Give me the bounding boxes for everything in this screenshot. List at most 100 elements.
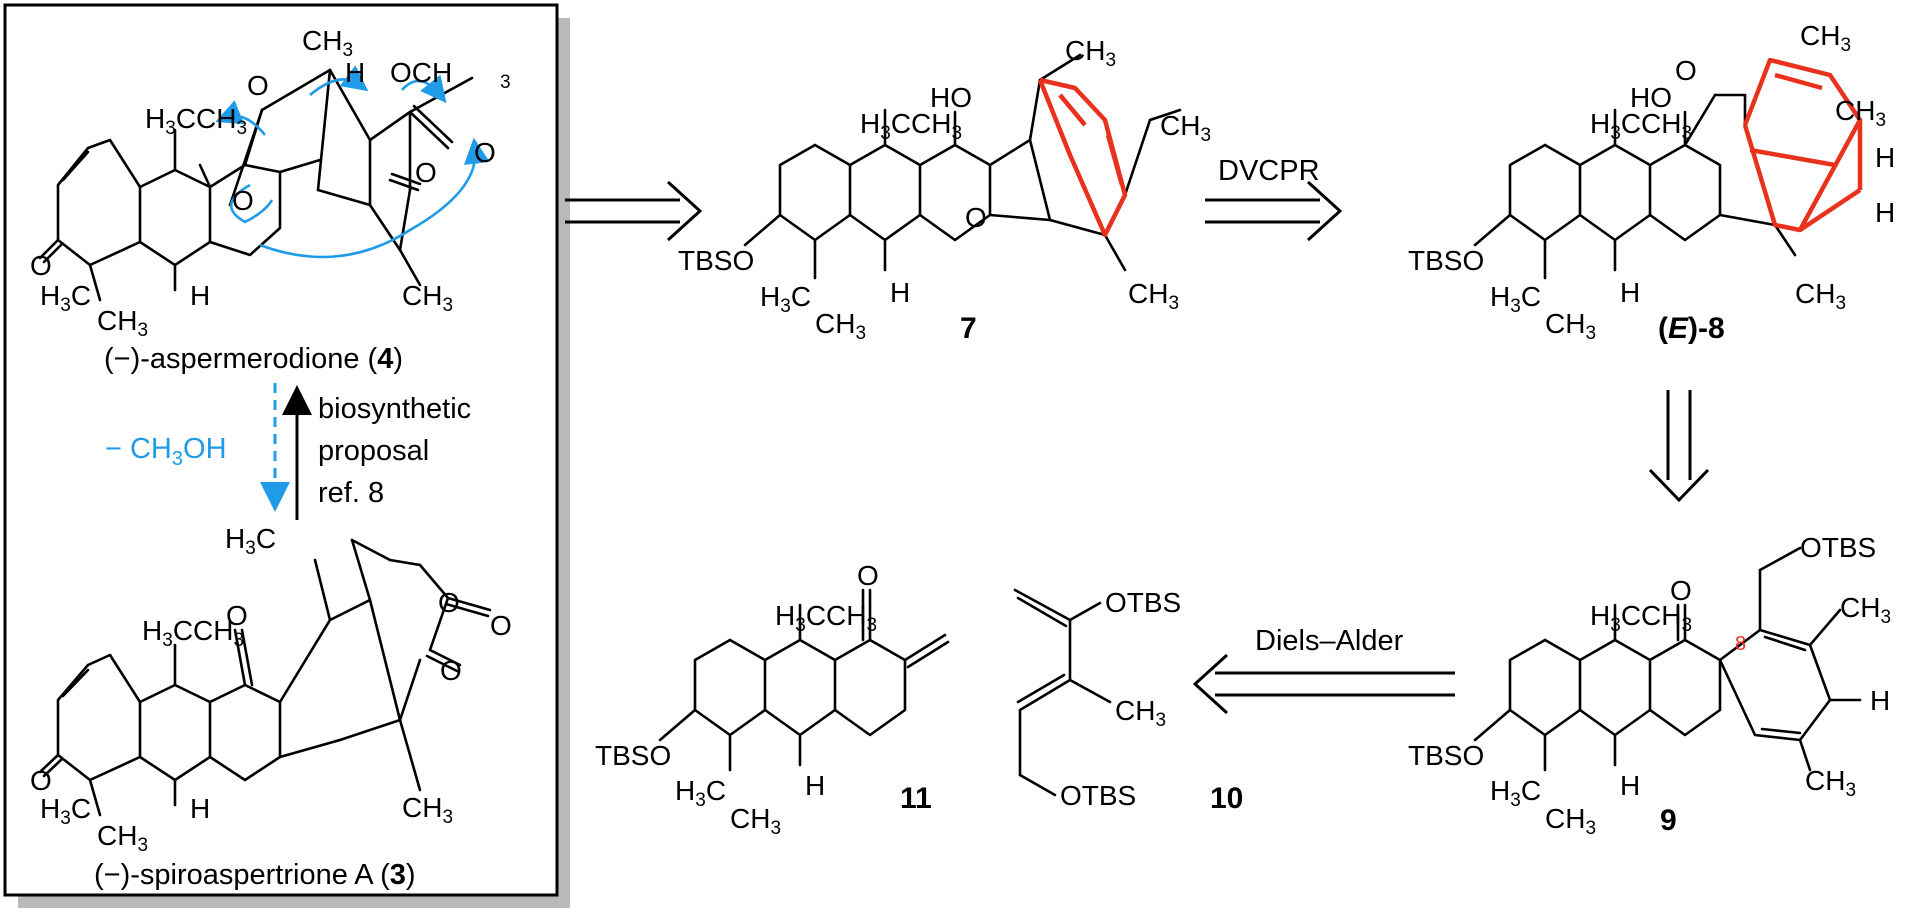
- svg-text:OTBS: OTBS: [1105, 587, 1181, 618]
- svg-text:OTBS: OTBS: [1060, 780, 1136, 811]
- svg-text:O: O: [438, 587, 460, 618]
- svg-text:CH3: CH3: [1795, 278, 1846, 314]
- svg-text:H: H: [190, 280, 210, 311]
- compound-11-labels: O H3CCH3 TBSO H3C H CH3 11: [595, 560, 932, 839]
- svg-text:H: H: [1870, 685, 1890, 716]
- spiroaspertrione-labels: H3C O O H3CCH3 O O O H3C H CH3 CH3 (−)-s…: [30, 523, 512, 891]
- svg-text:CH3: CH3: [1160, 110, 1211, 146]
- spiroaspertrione-name: (−)-spiroaspertrione A (3): [94, 859, 416, 891]
- svg-text:O: O: [474, 137, 496, 168]
- compound-e8-structure: [1473, 93, 1797, 280]
- svg-text:H3C: H3C: [40, 793, 91, 829]
- svg-text:O: O: [30, 250, 52, 281]
- svg-text:H: H: [1875, 197, 1895, 228]
- svg-text:H3CCH3: H3CCH3: [775, 600, 877, 636]
- svg-text:H: H: [345, 57, 365, 88]
- retro-arrow-diels-alder: [1192, 653, 1455, 715]
- svg-text:HO: HO: [1630, 82, 1672, 113]
- compound-9-labels: O H3CCH3 8 OTBS CH3 H TBSO H3C H CH3 CH3…: [1408, 532, 1891, 839]
- svg-text:H3C: H3C: [760, 281, 811, 317]
- svg-text:TBSO: TBSO: [595, 740, 671, 771]
- svg-text:CH3: CH3: [730, 803, 781, 839]
- svg-text:HO: HO: [930, 82, 972, 113]
- svg-text:H3C: H3C: [1490, 775, 1541, 811]
- svg-text:H3CCH3: H3CCH3: [1590, 600, 1692, 636]
- svg-text:H3C: H3C: [40, 280, 91, 316]
- svg-text:O: O: [440, 655, 462, 686]
- svg-text:H3CCH3: H3CCH3: [142, 615, 244, 651]
- compound-10-structure: [1013, 588, 1112, 797]
- aspermerodione-labels: CH3 H OCH 3 O H3CCH3 O O O O H3C H CH3 C…: [30, 25, 511, 375]
- compound-11-number: 11: [900, 782, 932, 815]
- svg-text:H: H: [890, 277, 910, 308]
- biosynthetic-arrows: − CH3OH biosynthetic proposal ref. 8: [105, 383, 471, 520]
- retro-arrow-dvcpr: [1205, 180, 1343, 242]
- compound-7-labels: HO H3CCH3 CH3 CH3 O TBSO H3C H CH3 CH3 7: [678, 35, 1211, 345]
- svg-text:CH3: CH3: [1545, 308, 1596, 344]
- svg-text:CH3: CH3: [1545, 803, 1596, 839]
- svg-text:O: O: [1670, 575, 1692, 606]
- svg-text:H3CCH3: H3CCH3: [145, 103, 247, 139]
- svg-text:O: O: [1675, 55, 1697, 86]
- aspermerodione-structure: [38, 68, 474, 302]
- svg-text:CH3: CH3: [1805, 765, 1856, 801]
- svg-text:CH3: CH3: [1840, 592, 1891, 628]
- svg-text:H3C: H3C: [225, 523, 276, 559]
- proposal-line-1: biosynthetic: [318, 393, 471, 425]
- compound-11-structure: [658, 588, 950, 772]
- svg-text:O: O: [490, 610, 512, 641]
- svg-text:CH3: CH3: [97, 305, 148, 341]
- svg-text:CH3: CH3: [815, 308, 866, 344]
- svg-text:O: O: [226, 600, 248, 631]
- svg-text:O: O: [247, 70, 269, 101]
- svg-text:CH3: CH3: [97, 820, 148, 856]
- svg-text:CH3: CH3: [402, 792, 453, 828]
- svg-text:CH3: CH3: [1800, 20, 1851, 56]
- svg-text:O: O: [30, 765, 52, 796]
- spiroaspertrione-structure: [38, 538, 492, 817]
- retro-arrow-box-to-7: [565, 180, 703, 242]
- svg-text:H: H: [1620, 770, 1640, 801]
- svg-text:CH3: CH3: [1835, 95, 1886, 131]
- compound-9-number: 9: [1660, 804, 1677, 837]
- proposal-line-2: proposal: [318, 435, 429, 467]
- svg-text:CH3: CH3: [302, 25, 353, 61]
- proposal-line-3: ref. 8: [318, 477, 384, 509]
- svg-text:H: H: [1620, 277, 1640, 308]
- svg-text:CH3: CH3: [402, 280, 453, 316]
- svg-text:H3C: H3C: [1490, 281, 1541, 317]
- aspermerodione-blue-arrows: [215, 65, 490, 259]
- svg-text:O: O: [965, 202, 987, 233]
- svg-text:H: H: [805, 770, 825, 801]
- svg-text:3: 3: [500, 72, 511, 93]
- svg-text:OTBS: OTBS: [1800, 532, 1876, 563]
- compound-10-number: 10: [1210, 782, 1243, 815]
- svg-text:CH3: CH3: [1128, 278, 1179, 314]
- svg-text:H: H: [1875, 142, 1895, 173]
- svg-text:O: O: [857, 560, 879, 591]
- methanol-loss-label: − CH3OH: [105, 433, 227, 470]
- aspermerodione-name: (−)-aspermerodione (4): [104, 343, 403, 375]
- compound-10-labels: OTBS CH3 OTBS 10: [1060, 587, 1243, 815]
- compound-9-structure: [1473, 546, 1862, 772]
- svg-text:CH3: CH3: [1065, 35, 1116, 71]
- svg-text:TBSO: TBSO: [1408, 740, 1484, 771]
- svg-text:H3CCH3: H3CCH3: [1590, 108, 1692, 144]
- site-number-8: 8: [1735, 633, 1746, 655]
- compound-7-number: 7: [960, 312, 977, 345]
- svg-text:O: O: [415, 157, 437, 188]
- compound-7-highlight: [1037, 77, 1128, 238]
- svg-text:OCH: OCH: [390, 57, 452, 88]
- svg-text:TBSO: TBSO: [1408, 245, 1484, 276]
- compound-e8-highlight: [1742, 57, 1863, 233]
- svg-text:TBSO: TBSO: [678, 245, 754, 276]
- diels-alder-label: Diels–Alder: [1255, 625, 1404, 657]
- svg-text:H3C: H3C: [675, 775, 726, 811]
- svg-text:H3CCH3: H3CCH3: [860, 108, 962, 144]
- svg-text:H: H: [190, 793, 210, 824]
- compound-e8-number: (E)-8: [1658, 312, 1725, 345]
- dvcpr-label: DVCPR: [1218, 155, 1320, 187]
- retro-arrow-e8-to-9: [1648, 390, 1710, 503]
- svg-text:O: O: [232, 185, 254, 216]
